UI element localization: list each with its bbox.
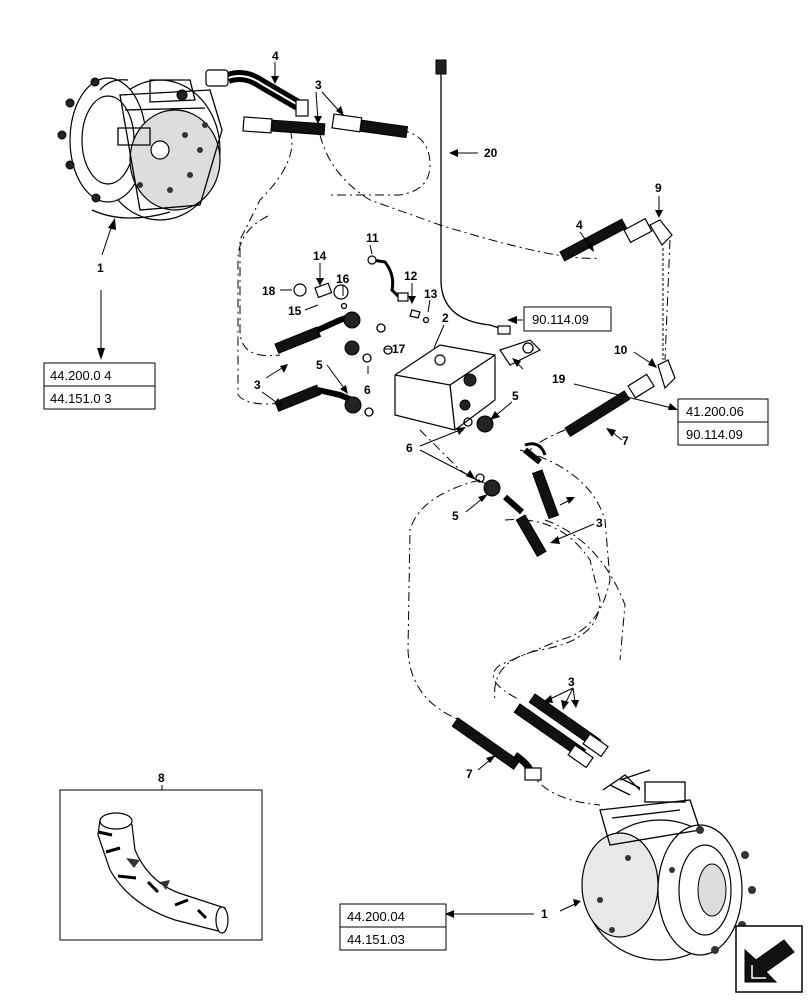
callout-16: 16 — [336, 272, 350, 286]
callout-11: 11 — [366, 231, 379, 245]
ref-text: 90.114.09 — [532, 312, 589, 327]
callout-14: 14 — [313, 249, 327, 263]
hose-3-bottom-b — [528, 693, 609, 758]
ref-link-90-114-09-harness[interactable]: 90.114.09 — [523, 306, 612, 332]
callout-5-right: 5 — [512, 389, 519, 403]
small-fittings — [293, 219, 676, 791]
callout-18: 18 — [262, 284, 276, 298]
ref-box-motor-bottom: 44.200.04 44.151.03 — [339, 903, 447, 951]
callout-20: 20 — [484, 146, 498, 160]
callout-7-bottom: 7 — [466, 767, 473, 781]
wheel-motor-top — [57, 77, 223, 221]
callout-8: 8 — [158, 771, 165, 785]
callout-7-right: 7 — [622, 434, 629, 448]
callout-1-bottom: 1 — [541, 907, 548, 921]
callout-17: 17 — [392, 342, 406, 356]
hose-3-mid-b — [503, 494, 547, 558]
navigation-arrow-button[interactable] — [735, 925, 803, 993]
ref-link-44-200-04-top[interactable]: 44.200.0 4 — [43, 362, 156, 387]
hose-4-right — [559, 217, 653, 262]
hose-7-right — [564, 373, 655, 438]
harness-connector — [435, 59, 511, 335]
callout-12: 12 — [404, 269, 418, 283]
valve-block — [394, 344, 496, 431]
ref-box-valve-19: 41.200.06 90.114.09 — [677, 398, 769, 446]
ref-text: 44.151.03 — [347, 932, 405, 947]
ref-text: 41.200.06 — [686, 404, 744, 419]
callout-3-top: 3 — [315, 78, 322, 92]
callout-9: 9 — [655, 181, 662, 195]
hose-3-top-b — [331, 113, 409, 139]
wheel-motor-bottom — [581, 777, 756, 961]
callout-2: 2 — [442, 311, 449, 325]
hose-7-bottom — [451, 717, 542, 781]
callout-13: 13 — [424, 287, 438, 301]
ref-box-motor-top: 44.200.0 4 44.151.0 3 — [43, 362, 156, 410]
hose-routing-lines — [237, 70, 671, 806]
ref-link-44-151-03-bottom[interactable]: 44.151.03 — [339, 926, 447, 951]
callout-5-left: 5 — [316, 358, 323, 372]
ref-link-44-151-03-top[interactable]: 44.151.0 3 — [43, 385, 156, 410]
hose-3-top-a — [242, 116, 326, 136]
ref-link-44-200-04-bottom[interactable]: 44.200.04 — [339, 903, 447, 928]
callout-10: 10 — [614, 343, 628, 357]
callout-3-mid: 3 — [596, 516, 603, 530]
hose-3-left-a — [274, 313, 353, 354]
callout-4-right: 4 — [576, 218, 583, 232]
leader-lines — [97, 62, 678, 918]
callout-15: 15 — [288, 304, 302, 318]
sleeve-inset — [59, 789, 263, 941]
ref-text: 44.200.0 4 — [50, 368, 111, 383]
callout-labels: 1 4 3 20 4 9 11 14 12 16 18 13 15 2 10 1… — [97, 49, 662, 921]
callout-19: 19 — [552, 372, 566, 386]
callout-6-mid: 6 — [406, 441, 413, 455]
callout-1-top: 1 — [97, 261, 104, 275]
callout-5-lower: 5 — [452, 509, 459, 523]
arrow-nav-icon — [744, 939, 795, 983]
hose-3-mid-a — [523, 447, 560, 520]
callout-3-bottom: 3 — [568, 675, 575, 689]
hose-3-bottom-a — [513, 703, 594, 769]
ref-link-41-200-06[interactable]: 41.200.06 — [677, 398, 769, 423]
ref-link-90-114-09[interactable]: 90.114.09 — [677, 421, 769, 446]
callout-3-left: 3 — [254, 378, 261, 392]
callout-4-top: 4 — [272, 49, 279, 63]
callout-6-left: 6 — [364, 383, 371, 397]
ref-text: 44.200.04 — [347, 909, 405, 924]
ref-text: 44.151.0 3 — [50, 391, 111, 406]
ref-text: 90.114.09 — [686, 427, 743, 442]
hose-4-top — [205, 69, 309, 117]
